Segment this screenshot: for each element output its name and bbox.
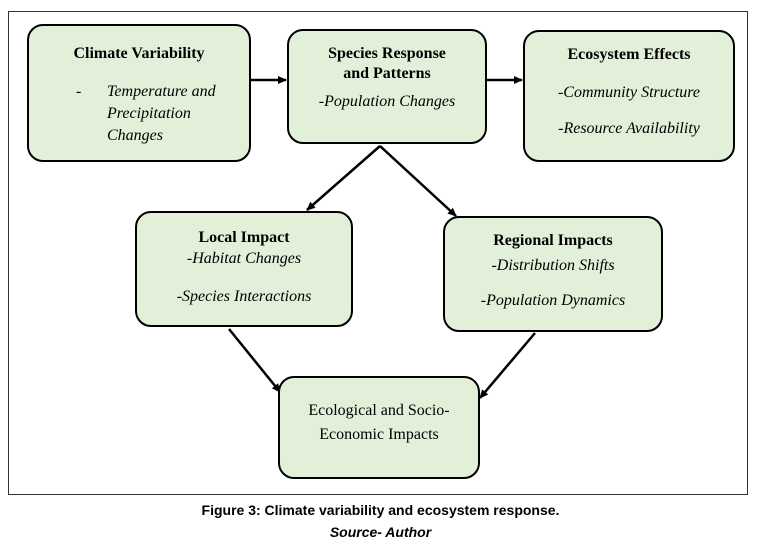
node-climate-item-line: Changes xyxy=(107,127,163,144)
node-eco-socio-line: Economic Impacts xyxy=(319,426,439,443)
node-ecosystem-item: -Resource Availability xyxy=(558,120,700,137)
node-species-title-line: Species Response xyxy=(328,45,446,62)
node-regional-item: -Distribution Shifts xyxy=(491,257,615,274)
node-local-item: -Habitat Changes xyxy=(186,250,302,267)
node-ecological-socio-economic-impacts: Ecological and Socio- Economic Impacts xyxy=(278,376,480,479)
node-eco-socio-text: Ecological and Socio- Economic Impacts xyxy=(290,399,468,447)
node-species-response: Species Response and Patterns -Populatio… xyxy=(287,29,487,144)
node-climate-item-line: Temperature and xyxy=(107,83,216,100)
node-climate-items: Temperature and Precipitation Changes xyxy=(107,81,216,147)
node-ecosystem-title: Ecosystem Effects xyxy=(567,46,691,63)
node-local-impact: Local Impact -Habitat Changes -Species I… xyxy=(135,211,353,327)
node-climate-title: Climate Variability xyxy=(73,45,205,62)
figure-caption: Figure 3: Climate variability and ecosys… xyxy=(201,502,560,518)
diagram-frame xyxy=(8,11,748,495)
node-climate-variability: Climate Variability - Temperature and Pr… xyxy=(27,24,251,162)
node-ecosystem-effects: Ecosystem Effects -Community Structure -… xyxy=(523,30,735,162)
node-regional-item: -Population Dynamics xyxy=(480,292,626,309)
node-species-title-line: and Patterns xyxy=(343,65,431,82)
node-local-title: Local Impact xyxy=(198,229,290,246)
node-regional-title: Regional Impacts xyxy=(493,232,613,249)
node-eco-socio-line: Ecological and Socio- xyxy=(308,402,450,419)
node-species-item: -Population Changes xyxy=(318,93,456,110)
figure-source: Source- Author xyxy=(329,524,432,540)
node-climate-dash: - xyxy=(76,83,82,100)
node-climate-item-line: Precipitation xyxy=(107,105,191,122)
node-ecosystem-item: -Community Structure xyxy=(557,84,701,101)
node-species-title: Species Response and Patterns xyxy=(289,44,485,84)
node-regional-impacts: Regional Impacts -Distribution Shifts -P… xyxy=(443,216,663,332)
node-local-item: -Species Interactions xyxy=(176,288,312,305)
